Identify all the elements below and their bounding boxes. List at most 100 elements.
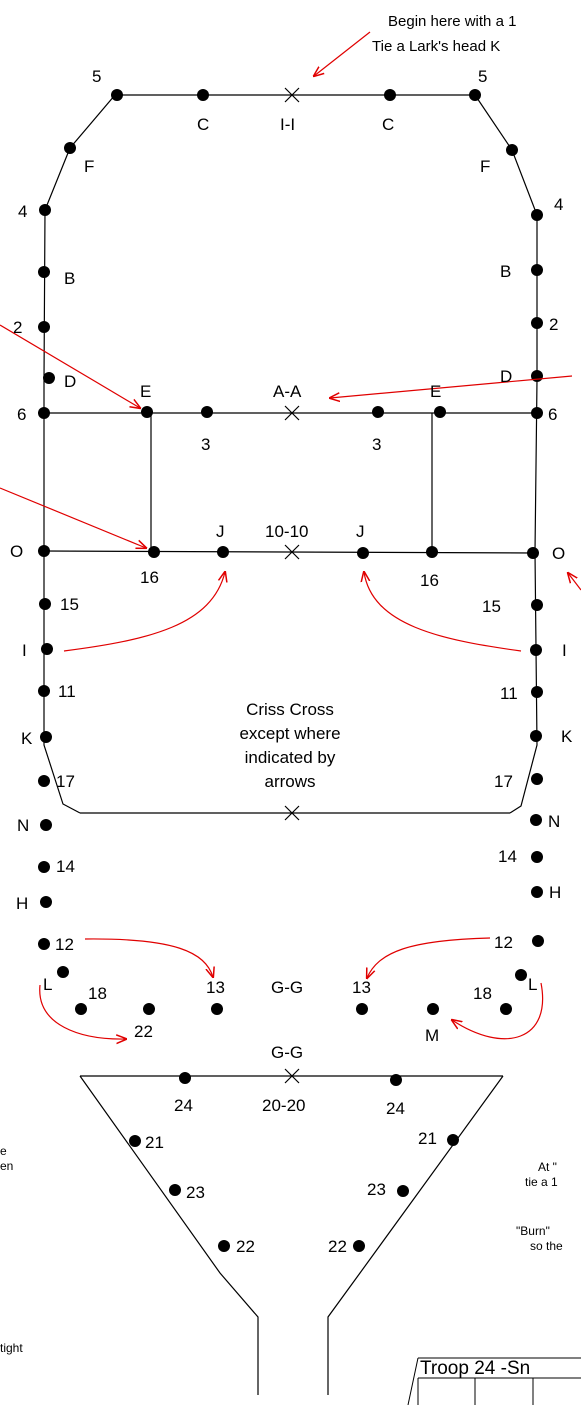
note-right-fragment4: so the	[530, 1239, 563, 1253]
label-gg: G-G	[271, 978, 303, 997]
title-box-frame	[407, 1357, 581, 1405]
label-12-left: 12	[55, 935, 74, 954]
note-right-fragment1: At "	[538, 1160, 557, 1174]
line-10-10	[43, 550, 536, 554]
note-criss-line1: Criss Cross	[246, 700, 334, 719]
note-begin-line2: Tie a Lark's head K	[372, 38, 500, 55]
label-24-right: 24	[386, 1099, 405, 1118]
label-16-right: 16	[420, 571, 439, 590]
dot-24-left	[179, 1072, 191, 1084]
label-14-right: 14	[498, 847, 517, 866]
dot-2-right	[531, 317, 543, 329]
note-left-fragment1: e	[0, 1144, 7, 1158]
arrow-left-to-16	[0, 487, 146, 548]
dot-i-left	[41, 643, 53, 655]
dot-22-bottom	[143, 1003, 155, 1015]
label-2-right: 2	[549, 315, 558, 334]
arrow-i-to-j-right	[364, 572, 522, 652]
cross-marker-1010	[284, 544, 300, 560]
label-n-left: N	[17, 816, 29, 835]
arrow-l-to-m	[452, 982, 544, 1040]
arrow-i-to-j-left	[63, 572, 225, 652]
dot-13-right	[356, 1003, 368, 1015]
dot-15-left	[39, 598, 51, 610]
dot-23-right	[397, 1185, 409, 1197]
dot-j-left	[217, 546, 229, 558]
label-m: M	[425, 1026, 439, 1045]
dot-b-right	[531, 264, 543, 276]
label-17-right: 17	[494, 772, 513, 791]
dot-22-right	[353, 1240, 365, 1252]
dot-o-left	[38, 545, 50, 557]
label-18-left: 18	[88, 984, 107, 1003]
note-right-fragment2: tie a 1	[525, 1175, 558, 1189]
instruction-notes: Begin here with a 1 Tie a Lark's head K …	[0, 13, 563, 1355]
label-21-left: 21	[145, 1133, 164, 1152]
note-left-fragment2: en	[0, 1159, 13, 1173]
dot-5-left	[111, 89, 123, 101]
dot-o-right	[527, 547, 539, 559]
label-15-right: 15	[482, 597, 501, 616]
dot-12-left	[38, 938, 50, 950]
dot-5-right	[469, 89, 481, 101]
label-k-left: K	[21, 729, 33, 748]
cross-markers	[284, 87, 300, 1084]
dot-3-right	[372, 406, 384, 418]
note-right-fragment3: "Burn"	[516, 1224, 550, 1238]
label-l-left: L	[43, 975, 52, 994]
label-ii: I-I	[280, 115, 295, 134]
cross-marker-aa	[284, 405, 300, 421]
label-gg-lower: G-G	[271, 1043, 303, 1062]
label-4-right: 4	[554, 195, 563, 214]
dot-11-left	[38, 685, 50, 697]
label-18-right: 18	[473, 984, 492, 1003]
dot-18-left	[75, 1003, 87, 1015]
arrow-right-to-aa	[330, 375, 573, 398]
dot-n-left	[40, 819, 52, 831]
dot-k-right	[530, 730, 542, 742]
dot-14-left	[38, 861, 50, 873]
dot-17-left	[38, 775, 50, 787]
label-11-left: 11	[58, 682, 76, 701]
dot-2-left	[38, 321, 50, 333]
dot-n-right	[530, 814, 542, 826]
label-d-right: D	[500, 367, 512, 386]
dot-21-left	[129, 1135, 141, 1147]
dot-15-right	[531, 599, 543, 611]
dot-12-right	[532, 935, 544, 947]
dot-h-left	[40, 896, 52, 908]
dot-e-right	[434, 406, 446, 418]
dot-d-left	[43, 372, 55, 384]
dot-22-left	[218, 1240, 230, 1252]
note-criss-line2: except where	[239, 724, 340, 743]
label-c-left: C	[197, 115, 209, 134]
label-d-left: D	[64, 372, 76, 391]
dot-l-left	[57, 966, 69, 978]
note-criss-line4: arrows	[264, 772, 315, 791]
dot-m	[427, 1003, 439, 1015]
dot-k-left	[40, 731, 52, 743]
dot-17-right	[531, 773, 543, 785]
label-17-left: 17	[56, 772, 75, 791]
label-j-right: J	[356, 522, 365, 541]
label-11-right: 11	[500, 684, 518, 703]
label-aa: A-A	[273, 382, 302, 401]
title-box: Troop 24 -Sn	[407, 1357, 581, 1405]
label-i-left: I	[22, 641, 27, 660]
funnel-left	[79, 1075, 259, 1395]
label-5-left: 5	[92, 67, 101, 86]
label-16-left: 16	[140, 568, 159, 587]
arrow-begin-here	[314, 31, 371, 76]
label-l-right: L	[528, 975, 537, 994]
dot-16-left	[148, 546, 160, 558]
funnel-right	[327, 1075, 504, 1395]
node-labels: 5 C I-I C 5 F F 4 4 B B 2 2 D D E A-A E …	[10, 67, 573, 1256]
dot-21-right	[447, 1134, 459, 1146]
label-2-left: 2	[13, 318, 22, 337]
label-h-left: H	[16, 894, 28, 913]
label-13-left: 13	[206, 978, 225, 997]
dot-23-left	[169, 1184, 181, 1196]
note-left-fragment3: tight	[0, 1341, 23, 1355]
label-b-left: B	[64, 269, 75, 288]
